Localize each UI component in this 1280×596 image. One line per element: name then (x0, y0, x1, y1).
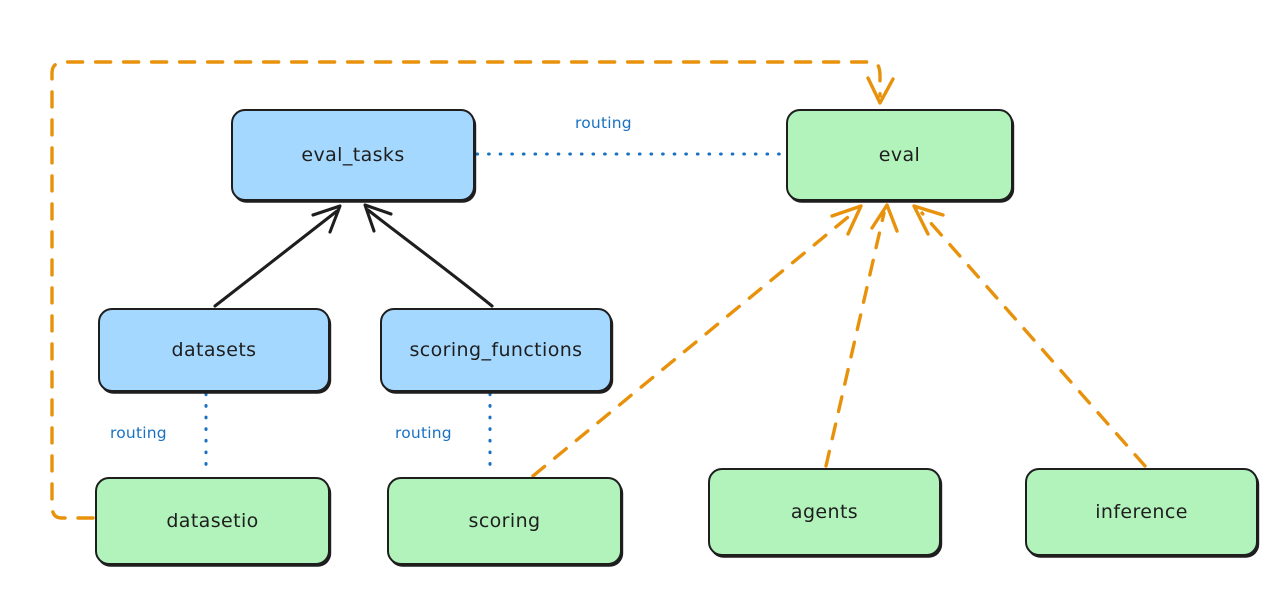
node-scoring-functions[interactable]: scoring_functions (380, 308, 612, 392)
edge-agents-to-eval (824, 203, 899, 468)
node-label: datasets (171, 339, 257, 361)
node-label: eval_tasks (301, 144, 405, 166)
node-datasetio[interactable]: datasetio (95, 477, 330, 565)
edge-label-routing-eval: routing (575, 114, 632, 132)
node-agents[interactable]: agents (708, 468, 941, 556)
edge-label-routing-scoring: routing (395, 424, 452, 442)
node-label: datasetio (166, 510, 259, 532)
edge-datasetio-to-eval (50, 60, 895, 520)
node-scoring[interactable]: scoring (387, 477, 622, 565)
node-label: scoring (468, 510, 541, 532)
edge-label-routing-datasets: routing (110, 424, 167, 442)
node-label: inference (1095, 501, 1188, 523)
node-inference[interactable]: inference (1025, 468, 1258, 556)
node-eval-tasks[interactable]: eval_tasks (231, 109, 475, 201)
node-label: eval (878, 144, 921, 166)
edge-scoring-to-eval (531, 204, 863, 478)
node-datasets[interactable]: datasets (98, 308, 330, 392)
edge-inference-to-eval (912, 204, 1147, 468)
node-eval[interactable]: eval (786, 109, 1013, 201)
edge-scoring_functions-to-eval_tasks (363, 203, 494, 308)
node-label: scoring_functions (409, 339, 583, 361)
node-label: agents (790, 501, 859, 523)
edge-datasets-to-eval_tasks (213, 204, 342, 308)
